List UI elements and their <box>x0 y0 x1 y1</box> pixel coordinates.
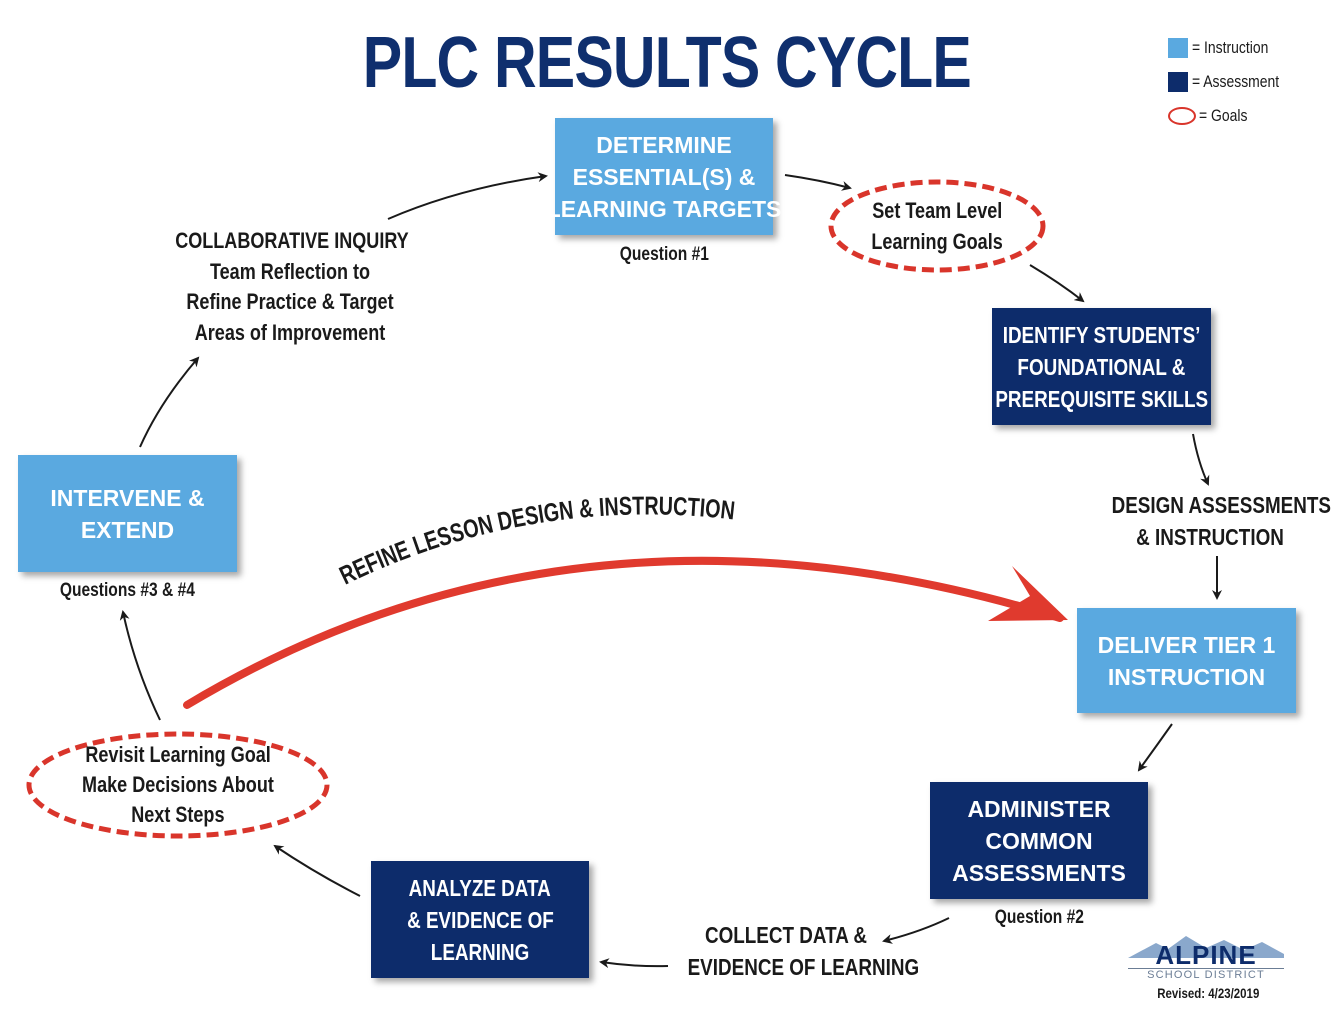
revisit-goal-oval <box>26 731 330 839</box>
deliver-line-2: INSTRUCTION <box>1107 663 1266 690</box>
design-line-2: & INSTRUCTION <box>1136 524 1284 550</box>
intervene-line-1: INTERVENE & <box>50 484 205 511</box>
identify-line-3: PREREQUISITE SKILLS <box>995 385 1208 412</box>
determine-caption: Question #1 <box>619 244 709 265</box>
logo-name: ALPINE <box>1155 940 1257 970</box>
administer-assessments-box: ADMINISTER COMMON ASSESSMENTS <box>930 782 1148 899</box>
set-goals-line-1: Set Team Level <box>871 198 1003 223</box>
revisit-line-1: Revisit Learning Goal <box>85 742 271 767</box>
analyze-line-3: LEARNING <box>430 938 530 965</box>
arrow-deliver-to-administer <box>1137 723 1173 772</box>
arrow-analyze-to-revisit <box>273 844 361 897</box>
analyze-data-box: ANALYZE DATA & EVIDENCE OF LEARNING <box>371 861 589 978</box>
refine-arc-arrowhead <box>988 566 1068 621</box>
instruction-swatch <box>1168 38 1188 58</box>
analyze-line-2: & EVIDENCE OF <box>406 906 554 933</box>
goal-oval-swatch <box>1168 107 1196 125</box>
collab-line-2: Team Reflection to <box>209 258 371 284</box>
collect-data-label: COLLECT DATA & EVIDENCE OF LEARNING <box>666 919 920 983</box>
arrow-collect-to-analyze <box>599 958 669 969</box>
collect-line-1: COLLECT DATA & <box>704 922 868 948</box>
determine-line-3: LEARNING TARGETS <box>546 195 782 222</box>
identify-line-2: FOUNDATIONAL & <box>1017 353 1186 380</box>
set-goals-oval <box>828 179 1046 273</box>
arrow-identify-to-design <box>1192 433 1210 486</box>
arrow-goals-to-identify <box>1029 264 1085 303</box>
collect-line-2: EVIDENCE OF LEARNING <box>687 954 920 980</box>
analyze-line-1: ANALYZE DATA <box>408 874 552 901</box>
legend-instruction: = Instruction <box>1168 37 1298 59</box>
legend: = Instruction = Assessment = Goals <box>1168 37 1298 127</box>
deliver-instruction-box: DELIVER TIER 1 INSTRUCTION <box>1077 608 1296 713</box>
administer-line-3: ASSESSMENTS <box>952 859 1126 886</box>
refine-arc <box>183 556 1064 709</box>
collab-line-3: Refine Practice & Target <box>186 289 394 314</box>
legend-goals: = Goals <box>1168 105 1298 127</box>
arrow-intervene-to-collab <box>139 356 200 448</box>
revisit-line-2: Make Decisions About <box>82 772 274 797</box>
administer-line-1: ADMINISTER <box>967 795 1111 822</box>
deliver-line-1: DELIVER TIER 1 <box>1097 631 1276 658</box>
identify-skills-box: IDENTIFY STUDENTS’ FOUNDATIONAL & PREREQ… <box>992 308 1211 425</box>
arrow-revisit-to-intervene <box>119 610 161 721</box>
assessment-swatch <box>1168 72 1188 92</box>
determine-line-1: DETERMINE <box>596 131 732 158</box>
logo-mountain-icon <box>1128 936 1284 958</box>
revisit-goal-text: Revisit Learning Goal Make Decisions Abo… <box>24 729 332 841</box>
arrow-administer-to-collect <box>882 917 950 944</box>
intervene-caption: Questions #3 & #4 <box>59 580 196 601</box>
collab-line-4: Areas of Improvement <box>194 319 386 345</box>
administer-line-2: COMMON <box>985 827 1093 854</box>
administer-caption: Question #2 <box>994 907 1084 928</box>
design-line-1: DESIGN ASSESSMENTS <box>1111 492 1331 518</box>
arrow-collab-to-determine <box>387 172 548 220</box>
set-goals-text: Set Team Level Learning Goals <box>826 176 1048 276</box>
design-assessments-label: DESIGN ASSESSMENTS & INSTRUCTION <box>1090 489 1331 553</box>
intervene-extend-box: INTERVENE & EXTEND <box>18 455 237 572</box>
intervene-line-2: EXTEND <box>80 516 175 543</box>
arrow-determine-to-goals <box>784 174 852 191</box>
revisit-line-3: Next Steps <box>131 802 225 827</box>
determine-essentials-box: DETERMINE ESSENTIAL(S) & LEARNING TARGET… <box>547 118 781 235</box>
district-logo: ALPINE SCHOOL DISTRICT <box>1128 934 1284 981</box>
identify-line-1: IDENTIFY STUDENTS’ <box>1002 321 1201 348</box>
logo-subtitle: SCHOOL DISTRICT <box>1128 968 1284 981</box>
collaborative-inquiry-label: COLLABORATIVE INQUIRY Team Reflection to… <box>150 226 430 348</box>
set-goals-line-2: Learning Goals <box>871 229 1003 254</box>
collab-line-1: COLLABORATIVE INQUIRY <box>175 228 409 253</box>
legend-assessment: = Assessment <box>1168 71 1298 93</box>
determine-line-2: ESSENTIAL(S) & <box>572 163 756 190</box>
page-title: PLC RESULTS CYCLE <box>362 23 972 103</box>
revised-date: Revised: 4/23/2019 <box>1156 985 1260 1001</box>
